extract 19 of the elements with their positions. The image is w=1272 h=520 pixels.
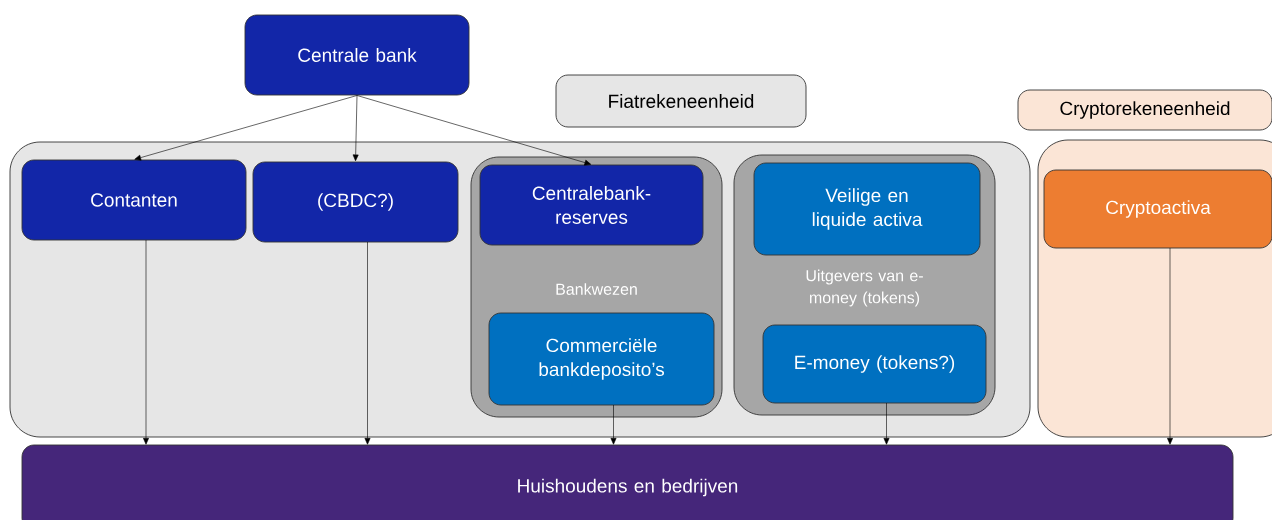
process-box: Cryptoactiva <box>1043 169 1272 249</box>
process-box: (CBDC?) <box>252 161 459 243</box>
process-box: Centralebank-reserves <box>479 164 704 246</box>
process-box: Huishoudens en bedrijven <box>21 444 1234 520</box>
arrow <box>610 404 617 445</box>
process-box: Veilige en liquide activa <box>753 162 981 256</box>
process-box: Centrale bank <box>244 14 470 96</box>
process-box: Commerciële bankdeposito’s <box>488 312 715 406</box>
arrow <box>883 402 890 445</box>
arrow <box>1167 247 1173 445</box>
heading-box: Cryptorekeneenheid <box>1017 89 1272 131</box>
arrow <box>352 95 359 162</box>
arrow <box>364 241 371 445</box>
arrow <box>143 239 149 445</box>
heading-box: Fiatrekeneenheid <box>555 74 807 128</box>
process-box: Contanten <box>21 159 247 241</box>
process-box: E-money (tokens?) <box>762 324 987 404</box>
arrow <box>356 95 592 166</box>
arrow <box>134 95 358 161</box>
